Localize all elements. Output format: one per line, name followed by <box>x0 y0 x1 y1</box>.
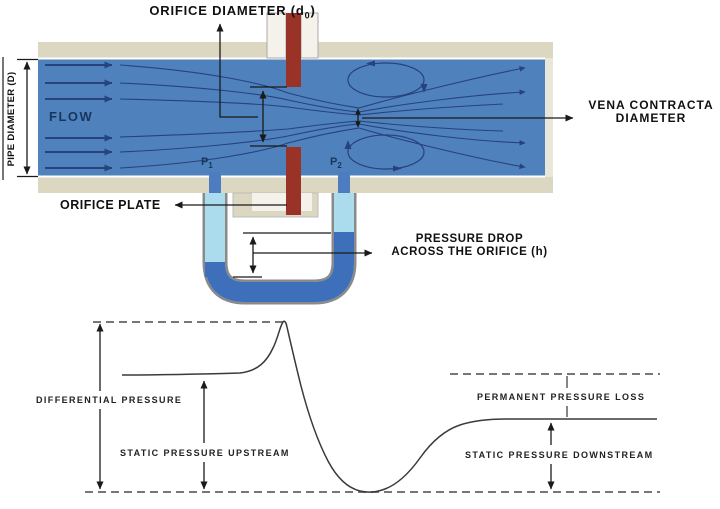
pressure-tap-p1 <box>209 172 221 193</box>
tap-p1-label: P1 <box>201 156 213 170</box>
eddy-upper-arrowhead-down <box>420 84 428 93</box>
pressure-profile-curve <box>121 320 657 493</box>
orifice-housing-cutout-left <box>252 193 286 211</box>
vena-contracta-label: VENA CONTRACTA DIAMETER <box>584 99 718 125</box>
eddy-lower <box>347 134 425 170</box>
static-upstream-label: STATIC PRESSURE UPSTREAM <box>120 448 290 458</box>
pressure-tap-p2 <box>338 172 350 193</box>
tap-p2-base: P <box>330 156 338 168</box>
eddy-lower-arrowhead-up <box>344 140 352 149</box>
orifice-diameter-label-text: ORIFICE DIAMETER (d <box>149 3 305 18</box>
differential-pressure-label: DIFFERENTIAL PRESSURE <box>36 395 183 405</box>
vena-contracta-label-line1: VENA CONTRACTA <box>588 98 714 112</box>
streamline-lower-1 <box>119 127 526 169</box>
streamline-upper-3 <box>119 98 504 116</box>
streamline-upper-1 <box>119 64 526 109</box>
orifice-diameter-label-sub: 0 <box>304 10 311 21</box>
streamline-upper-2 <box>119 82 526 113</box>
tap-p1-base: P <box>201 156 209 168</box>
eddy-upper <box>347 62 425 98</box>
orifice-diameter-label-suffix: ) <box>310 3 316 18</box>
orifice-plate-label: ORIFICE PLATE <box>60 198 161 212</box>
vena-contracta-label-line2: DIAMETER <box>615 111 687 125</box>
permanent-loss-label: PERMANENT PRESSURE LOSS <box>477 392 646 402</box>
orifice-plate-lower <box>286 147 301 215</box>
orifice-diameter-label: ORIFICE DIAMETER (d0) <box>130 3 335 21</box>
pipe-diameter-label: PIPE DIAMETER (D) <box>6 71 17 167</box>
tap-p2-label: P2 <box>330 156 342 170</box>
eddy-upper-arrowhead-left <box>366 60 375 67</box>
tap-p1-sub: 1 <box>208 161 213 171</box>
orifice-diameter-leader <box>216 23 258 118</box>
flow-label: FLOW <box>49 109 94 124</box>
static-downstream-label: STATIC PRESSURE DOWNSTREAM <box>465 450 654 460</box>
tap-p2-sub: 2 <box>337 161 342 171</box>
streamline-lower-3 <box>119 120 504 138</box>
eddy-lower-arrowhead-right <box>393 165 402 172</box>
orifice-plate-upper <box>286 13 301 87</box>
flow-arrows <box>45 61 113 172</box>
pressure-drop-label-line2: ACROSS THE ORIFICE (h) <box>391 246 548 258</box>
streamline-lower-2 <box>119 123 526 153</box>
pressure-drop-label-line1: PRESSURE DROP <box>415 233 524 245</box>
pressure-drop-label: PRESSURE DROP ACROSS THE ORIFICE (h) <box>372 233 567 259</box>
manometer-fluid <box>205 232 354 302</box>
orifice-housing-cutout-right <box>301 193 312 211</box>
